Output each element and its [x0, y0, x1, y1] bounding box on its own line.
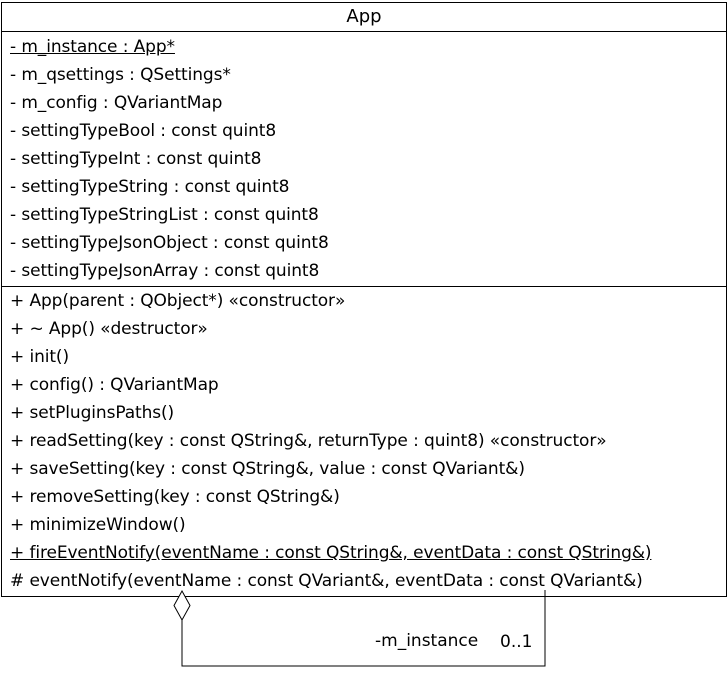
operation-compartment: + App(parent : QObject*) «constructor» + …	[2, 287, 726, 596]
attribute: - settingTypeJsonArray : const quint8	[10, 261, 320, 281]
attribute: - settingTypeStringList : const quint8	[10, 205, 319, 225]
uml-class-app[interactable]: App - m_instance : App* - m_qsettings : Q…	[1, 2, 727, 597]
operation: + readSetting(key : const QString&, retu…	[10, 431, 607, 451]
operation: + minimizeWindow()	[10, 515, 186, 535]
attribute-compartment: - m_instance : App* - m_qsettings : QSett…	[2, 32, 726, 287]
operation: + saveSetting(key : const QString&, valu…	[10, 459, 525, 479]
class-name: App	[2, 3, 726, 32]
attribute: - settingTypeString : const quint8	[10, 177, 290, 197]
association-multiplicity-label: 0..1	[500, 632, 533, 652]
attribute: - settingTypeBool : const quint8	[10, 121, 277, 141]
attribute: - settingTypeInt : const quint8	[10, 149, 262, 169]
attribute-static: - m_instance : App*	[10, 37, 175, 57]
operation: # eventNotify(eventName : const QVariant…	[10, 571, 643, 591]
operation: + removeSetting(key : const QString&)	[10, 487, 340, 507]
operation: + App(parent : QObject*) «constructor»	[10, 291, 346, 311]
association-role-label: -m_instance	[375, 631, 479, 651]
attribute: - m_qsettings : QSettings*	[10, 65, 231, 85]
operation: + init()	[10, 347, 69, 367]
attribute: - m_config : QVariantMap	[10, 93, 223, 113]
operation: + config() : QVariantMap	[10, 375, 219, 395]
attribute: - settingTypeJsonObject : const quint8	[10, 233, 329, 253]
operation: + setPluginsPaths()	[10, 403, 175, 423]
operation: + ~ App() «destructor»	[10, 319, 208, 339]
association-line	[181, 590, 546, 667]
operation-static: + fireEventNotify(eventName : const QStr…	[10, 543, 652, 563]
